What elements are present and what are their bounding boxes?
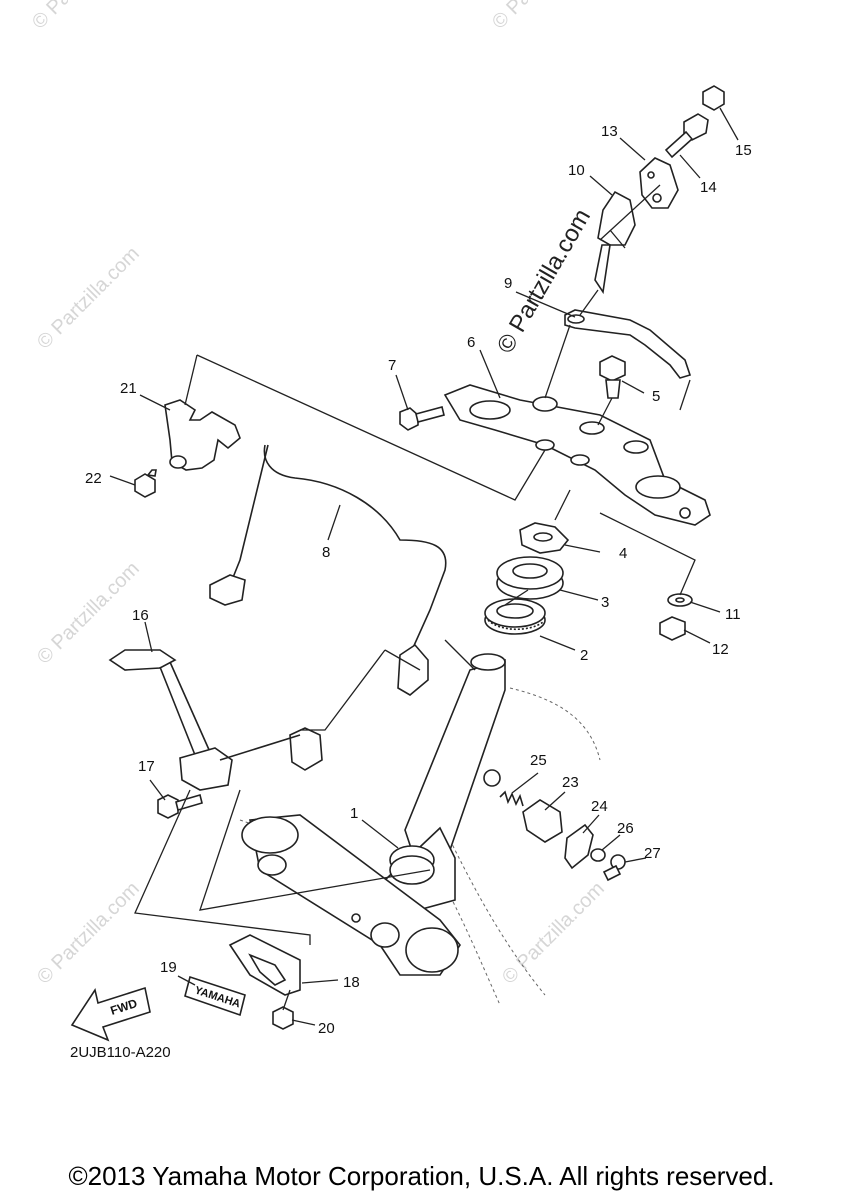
part-number-20: 20 <box>318 1020 335 1037</box>
spring-25 <box>499 790 524 807</box>
part-number-6: 6 <box>467 334 475 351</box>
frame-outline <box>239 687 601 1006</box>
assembly-lines <box>134 184 696 1011</box>
part-number-25: 25 <box>530 752 547 769</box>
part-number-15: 15 <box>735 142 752 159</box>
lock-washer <box>519 522 570 554</box>
upper-bracket <box>443 384 711 526</box>
bracket-21 <box>164 399 241 471</box>
bolt-5 <box>599 355 626 399</box>
bolt-14 <box>664 113 709 159</box>
sensor-23 <box>522 799 563 843</box>
part-number-10: 10 <box>568 162 585 179</box>
part-number-22: 22 <box>85 470 102 487</box>
bolt-7 <box>399 406 445 431</box>
diagram-code: 2UJB110-A220 <box>70 1044 171 1061</box>
holder-10 <box>594 190 636 295</box>
watermark-tile: © Partzilla.com <box>33 878 144 989</box>
part-number-2: 2 <box>580 647 588 664</box>
copyright-notice: ©2013 Yamaha Motor Corporation, U.S.A. A… <box>68 1161 775 1191</box>
steering-stem <box>241 653 506 976</box>
screw-27 <box>602 854 626 882</box>
part-number-9: 9 <box>504 275 512 292</box>
part-number-24: 24 <box>591 798 608 815</box>
part-number-13: 13 <box>601 123 618 140</box>
part-number-16: 16 <box>132 607 149 624</box>
part-number-8: 8 <box>322 544 330 561</box>
watermark-tile: © Partzilla.com <box>28 0 139 34</box>
nut-15 <box>702 85 725 111</box>
part-number-21: 21 <box>120 380 137 397</box>
bolt-20 <box>272 1006 294 1030</box>
fwd-arrow: FWD <box>70 986 151 1042</box>
part-number-7: 7 <box>388 357 396 374</box>
bracket-9 <box>564 309 692 379</box>
plate-24 <box>564 823 594 870</box>
callout-leaders <box>109 107 739 1026</box>
part-number-4: 4 <box>619 545 627 562</box>
part-number-1: 1 <box>350 805 358 822</box>
part-number-11: 11 <box>725 606 741 623</box>
cap-13 <box>639 157 679 209</box>
part-number-23: 23 <box>562 774 579 791</box>
washer-26 <box>590 848 606 862</box>
nut-12 <box>659 616 686 641</box>
part-number-26: 26 <box>617 820 634 837</box>
watermark-tile: © Partzilla.com <box>488 0 599 34</box>
bolt-22 <box>134 469 157 498</box>
part-number-27: 27 <box>644 845 661 862</box>
watermark-tile: © Partzilla.com <box>33 243 144 354</box>
bracket-16 <box>108 649 323 791</box>
watermark-tile: © Partzilla.com <box>498 878 609 989</box>
bearing-race <box>496 556 564 600</box>
part-number-19: 19 <box>160 959 177 976</box>
part-number-14: 14 <box>700 179 717 196</box>
bracket-18 <box>228 934 301 996</box>
washer-11 <box>667 593 693 607</box>
wire-8 <box>209 444 447 696</box>
lower-bearing <box>484 598 546 635</box>
part-numbers: 1 2 3 4 5 6 7 8 9 10 11 12 13 14 15 16 1… <box>85 123 752 1037</box>
part-number-18: 18 <box>343 974 360 991</box>
part-number-5: 5 <box>652 388 660 405</box>
emblem-19: YAMAHA <box>184 975 246 1017</box>
part-number-3: 3 <box>601 594 609 611</box>
part-number-17: 17 <box>138 758 155 775</box>
part-number-12: 12 <box>712 641 729 658</box>
